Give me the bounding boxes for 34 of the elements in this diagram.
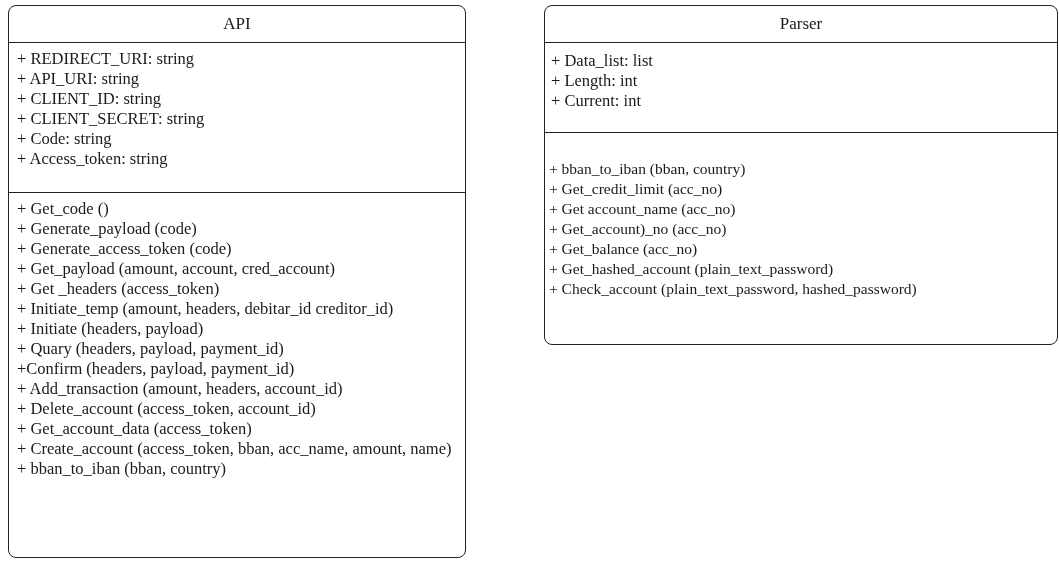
operation-text: + Generate_payload (code) bbox=[17, 219, 198, 238]
operation-text: + Delete_account (access_token, account_id) bbox=[17, 399, 317, 418]
class-name: API bbox=[9, 6, 465, 43]
class-box bbox=[8, 5, 466, 558]
operation-text: + Initiate (headers, payload) bbox=[17, 319, 205, 338]
attribute-text: + REDIRECT_URI: string bbox=[17, 49, 196, 68]
attribute-text: + Length: int bbox=[551, 71, 639, 90]
operation-text: + Get_balance (acc_no) bbox=[549, 239, 699, 258]
operation-text: + Get _headers (access_token) bbox=[17, 279, 221, 298]
attribute-text: + Access_token: string bbox=[17, 149, 169, 168]
operation-text: +Confirm (headers, payload, payment_id) bbox=[17, 359, 296, 378]
attribute-text: + Current: int bbox=[551, 91, 642, 110]
operation-text: + Get_hashed_account (plain_text_password) bbox=[549, 259, 835, 278]
operation-text: + Quary (headers, payload, payment_id) bbox=[17, 339, 285, 358]
operation-text: + Check_account (plain_text_password, hashed_password) bbox=[549, 279, 918, 298]
operation-text: + Add_transaction (amount, headers, account_id) bbox=[17, 379, 344, 398]
operation-text: + Create_account (access_token, bban, acc_name, amount, name) bbox=[17, 439, 453, 458]
operation-text: + Get_code () bbox=[17, 199, 110, 218]
operation-text: + Generate_access_token (code) bbox=[17, 239, 233, 258]
operation-text: + bban_to_iban (bban, country) bbox=[17, 459, 228, 478]
operation-text: + Get_account)_no (acc_no) bbox=[549, 219, 728, 238]
class-box bbox=[544, 5, 1058, 345]
class-name: Parser bbox=[545, 6, 1057, 43]
attribute-text: + API_URI: string bbox=[17, 69, 141, 88]
operation-text: + Get_payload (amount, account, cred_account) bbox=[17, 259, 337, 278]
operation-text: + bban_to_iban (bban, country) bbox=[549, 159, 747, 178]
attribute-text: + CLIENT_SECRET: string bbox=[17, 109, 206, 128]
operation-text: + Initiate_temp (amount, headers, debitar_id creditor_id) bbox=[17, 299, 395, 318]
operation-text: + Get_account_data (access_token) bbox=[17, 419, 253, 438]
operation-text: + Get account_name (acc_no) bbox=[549, 199, 737, 218]
attribute-text: + Data_list: list bbox=[551, 51, 654, 70]
operation-text: + Get_credit_limit (acc_no) bbox=[549, 179, 724, 198]
attribute-text: + Code: string bbox=[17, 129, 113, 148]
attribute-text: + CLIENT_ID: string bbox=[17, 89, 163, 108]
